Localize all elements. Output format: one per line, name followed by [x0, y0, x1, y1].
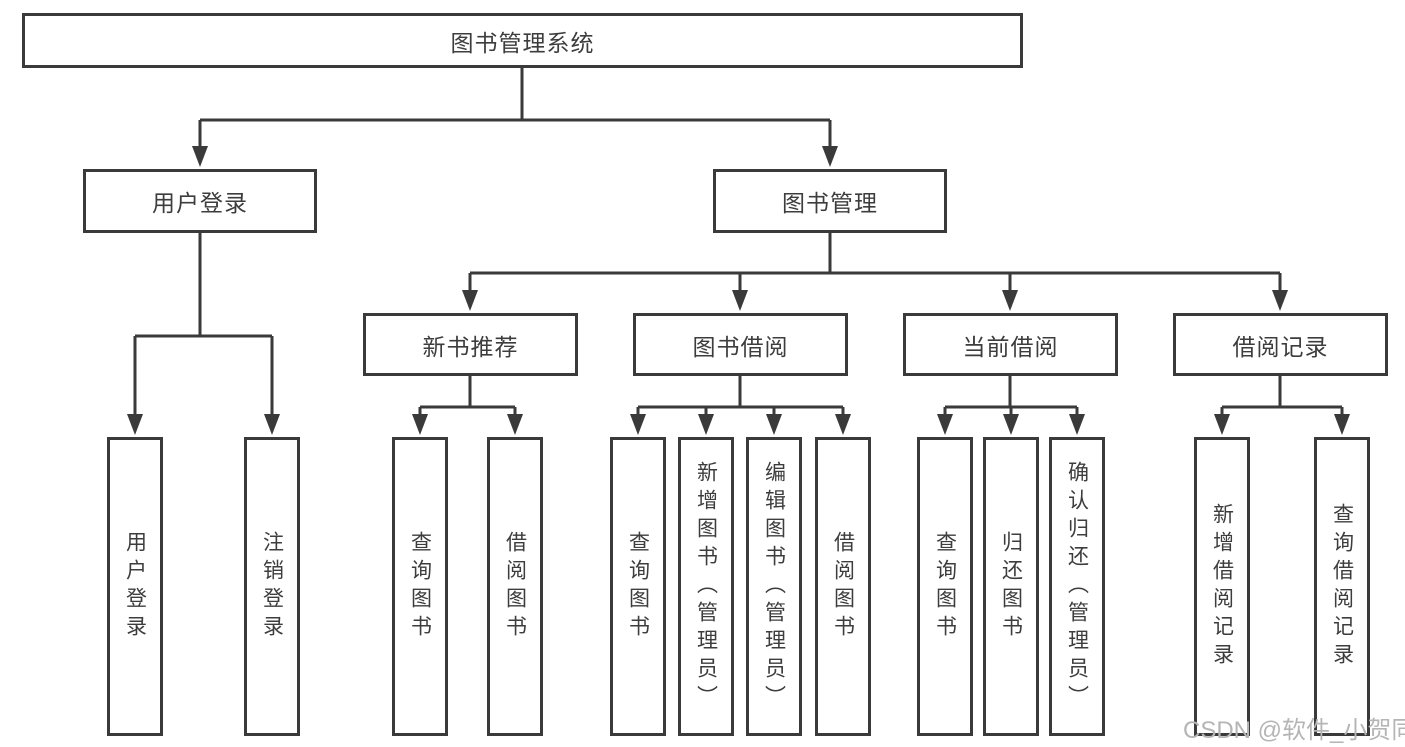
csdn-watermark: CSDN @软件_小贺同学 [1183, 717, 1405, 744]
group-label: 新书推荐 [422, 333, 519, 360]
branch-label: 图书管理 [782, 190, 878, 216]
leaf-label: 查询借阅记录 [1330, 502, 1354, 671]
leaf-label: 查询图书 [933, 530, 957, 643]
leaf-box-return-books: 归还图书 [983, 437, 1039, 736]
group-box-current-borrowing: 当前借阅 [903, 313, 1118, 376]
leaf-box-query-books-recommend: 查询图书 [392, 437, 448, 736]
leaf-box-query-borrow-record: 查询借阅记录 [1314, 437, 1370, 736]
group-box-new-book-recommendation: 新书推荐 [363, 313, 578, 376]
leaf-label: 注销登录 [260, 530, 284, 643]
leaf-label: 查询图书 [626, 530, 650, 643]
root-box-library-management-system: 图书管理系统 [22, 13, 1023, 68]
branch-box-book-management: 图书管理 [713, 169, 947, 233]
leaf-label: 查询图书 [408, 530, 432, 643]
branch-label: 用户登录 [152, 190, 248, 216]
leaf-label: 用户登录 [123, 530, 147, 643]
leaf-label: 确认归还（管理员） [1065, 460, 1089, 713]
leaf-box-add-books-admin: 新增图书（管理员） [678, 437, 734, 736]
group-box-book-borrowing: 图书借阅 [633, 313, 848, 376]
leaf-box-user-login: 用户登录 [107, 437, 163, 736]
leaf-label: 新增借阅记录 [1210, 502, 1234, 671]
leaf-box-logout: 注销登录 [244, 437, 300, 736]
leaf-box-add-borrow-record: 新增借阅记录 [1194, 437, 1250, 736]
leaf-label: 借阅图书 [503, 530, 527, 643]
group-label: 图书借阅 [692, 333, 789, 360]
branch-box-user-login: 用户登录 [83, 169, 317, 233]
group-box-borrowing-records: 借阅记录 [1173, 313, 1388, 376]
leaf-box-query-books-borrowing: 查询图书 [610, 437, 666, 736]
leaf-box-borrow-books-recommend: 借阅图书 [487, 437, 543, 736]
leaf-label: 借阅图书 [831, 530, 855, 643]
root-label: 图书管理系统 [450, 29, 595, 56]
leaf-box-edit-books-admin: 编辑图书（管理员） [746, 437, 802, 736]
group-label: 当前借阅 [962, 333, 1059, 360]
leaf-box-confirm-return-admin: 确认归还（管理员） [1049, 437, 1105, 736]
leaf-label: 新增图书（管理员） [694, 460, 718, 713]
group-label: 借阅记录 [1232, 333, 1329, 360]
leaf-box-borrow-books: 借阅图书 [815, 437, 871, 736]
leaf-label: 编辑图书（管理员） [762, 460, 786, 713]
leaf-box-query-books-current: 查询图书 [917, 437, 973, 736]
leaf-label: 归还图书 [999, 530, 1023, 643]
